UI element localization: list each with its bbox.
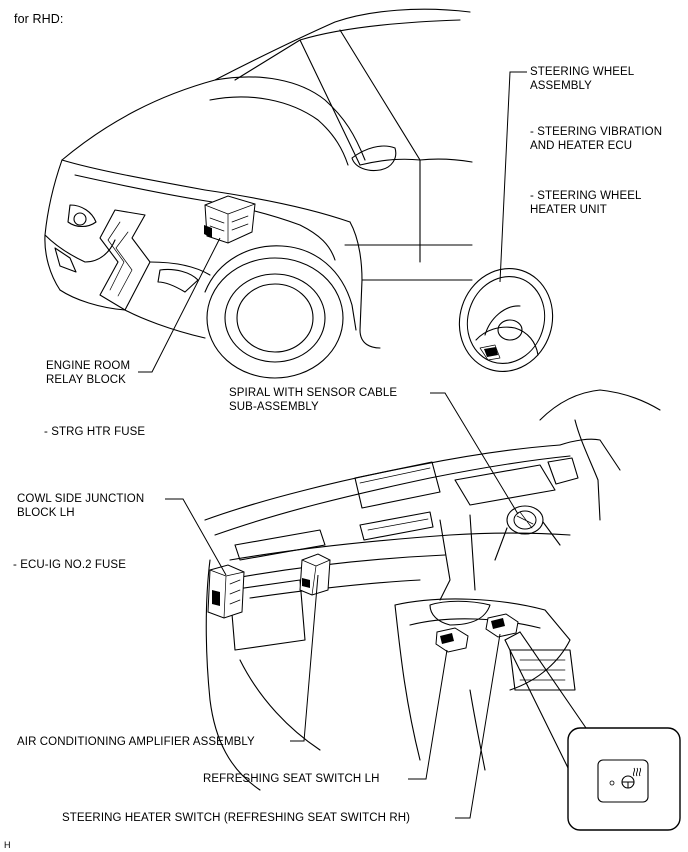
ac-amplifier <box>299 553 331 596</box>
steering-heater-icon <box>621 767 642 789</box>
label-ac-amplifier: AIR CONDITIONING AMPLIFIER ASSEMBLY <box>17 736 255 748</box>
label-line: ENGINE ROOM <box>46 360 131 372</box>
label-line: BLOCK LH <box>17 507 75 519</box>
seat-switch-rh-part <box>485 613 519 638</box>
label-ecu-ig-fuse: - ECU-IG NO.2 FUSE <box>13 559 126 571</box>
leader-lines <box>138 71 527 819</box>
vehicle-exterior <box>44 8 473 379</box>
figure-code: H <box>4 840 11 850</box>
label-strg-htr-fuse: - STRG HTR FUSE <box>44 426 146 438</box>
label-steering-heater-switch: STEERING HEATER SWITCH (REFRESHING SEAT … <box>62 812 411 824</box>
label-vibration-ecu: - STEERING VIBRATION AND HEATER ECU <box>530 125 662 153</box>
label-line: AND HEATER ECU <box>530 140 633 152</box>
dashboard <box>204 389 661 791</box>
label-seat-switch-lh: REFRESHING SEAT SWITCH LH <box>203 773 380 785</box>
cowl-side-junction-block <box>207 564 245 619</box>
label-line: ASSEMBLY <box>530 80 592 92</box>
label-spiral-cable: SPIRAL WITH SENSOR CABLE SUB-ASSEMBLY <box>229 386 397 414</box>
label-line: RELAY BLOCK <box>46 374 126 386</box>
steering-wheel <box>458 267 554 373</box>
label-line: STEERING WHEEL <box>530 66 635 78</box>
label-line: SPIRAL WITH SENSOR CABLE <box>229 387 398 399</box>
label-line: HEATER UNIT <box>530 204 607 216</box>
page-title: for RHD: <box>14 12 64 26</box>
label-cowl-side-junction: COWL SIDE JUNCTION BLOCK LH <box>17 492 144 520</box>
label-steering-wheel-assembly: STEERING WHEEL ASSEMBLY <box>530 65 634 93</box>
engine-room-relay-block <box>204 195 256 244</box>
label-line: - STEERING VIBRATION <box>530 126 663 138</box>
label-line: - STEERING WHEEL <box>530 190 642 202</box>
label-wheel-heater-unit: - STEERING WHEEL HEATER UNIT <box>530 189 642 217</box>
seat-switch-lh-part <box>435 627 469 653</box>
label-line: SUB-ASSEMBLY <box>229 401 319 413</box>
label-line: COWL SIDE JUNCTION <box>17 493 145 505</box>
switch-callout <box>504 631 681 831</box>
label-engine-room-relay-block: ENGINE ROOM RELAY BLOCK <box>46 359 130 387</box>
